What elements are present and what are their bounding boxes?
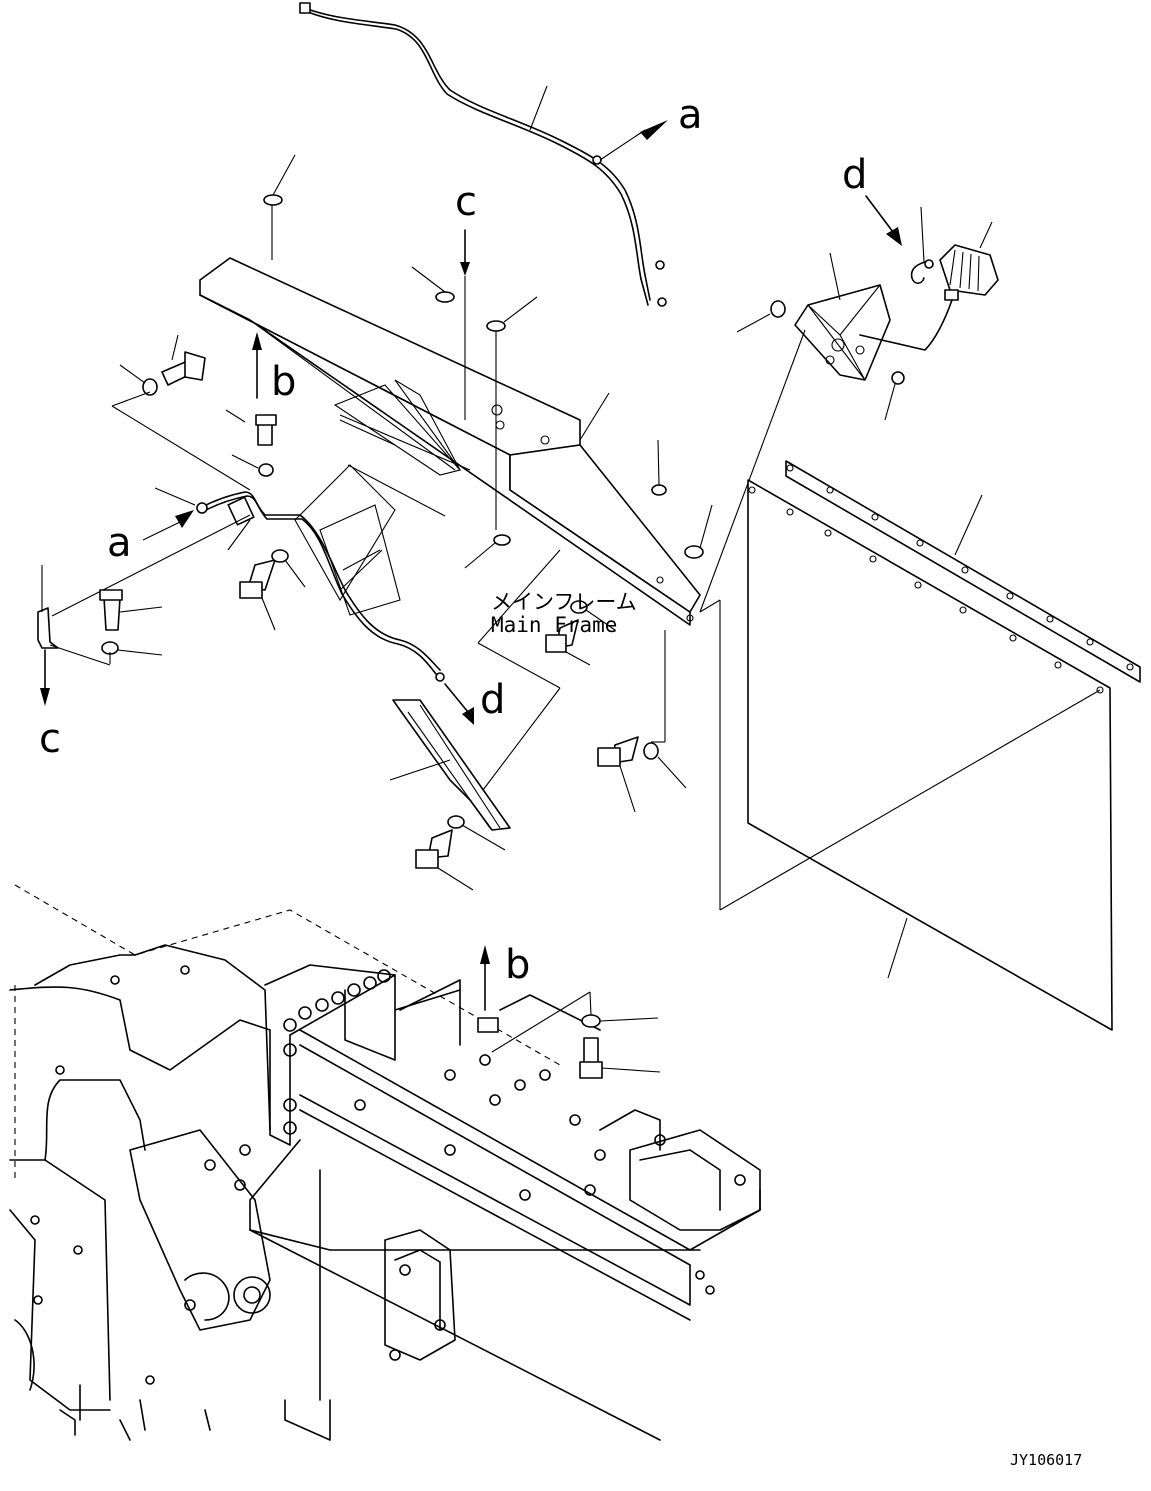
frame-studs — [30, 965, 746, 1385]
main-frame-label-en: Main Frame — [491, 613, 617, 637]
upper-wiring-harness — [299, 2, 668, 307]
ref-letter-d-upper: d — [842, 152, 867, 198]
left-bracket: c — [37, 514, 251, 762]
frame-bolt-set: b — [477, 942, 661, 1079]
center-right-bolts — [545, 439, 713, 813]
drawing-number: JY106017 — [1010, 1451, 1082, 1469]
ref-letter-b-lower: b — [505, 942, 530, 988]
fender-assembly — [199, 200, 701, 626]
ref-b-upper: b — [252, 332, 296, 405]
ref-d-upper: d — [842, 152, 902, 246]
ref-letter-a-top: a — [678, 92, 703, 138]
mud-flap — [699, 460, 1141, 1031]
leader-lines — [339, 392, 610, 791]
ref-letter-b-upper: b — [271, 359, 296, 405]
ref-letter-c-upper: c — [455, 179, 477, 225]
lamp-bracket — [699, 252, 905, 613]
ref-d-lower: d — [444, 677, 505, 725]
ref-letter-c-lower: c — [39, 716, 61, 762]
fender-plugs — [263, 154, 538, 569]
reinforcement-strip — [389, 699, 511, 891]
ref-c-upper: c — [455, 179, 477, 420]
main-frame — [9, 884, 761, 1441]
main-frame-label-jp: メインフレーム — [491, 590, 637, 614]
left-wiring-harness: a — [107, 464, 445, 682]
center-bolt-set — [109, 549, 306, 664]
work-lamp — [859, 206, 999, 351]
left-bolt-set — [111, 334, 277, 491]
ref-letter-a-left: a — [107, 520, 132, 566]
ref-letter-d-lower: d — [480, 677, 505, 723]
